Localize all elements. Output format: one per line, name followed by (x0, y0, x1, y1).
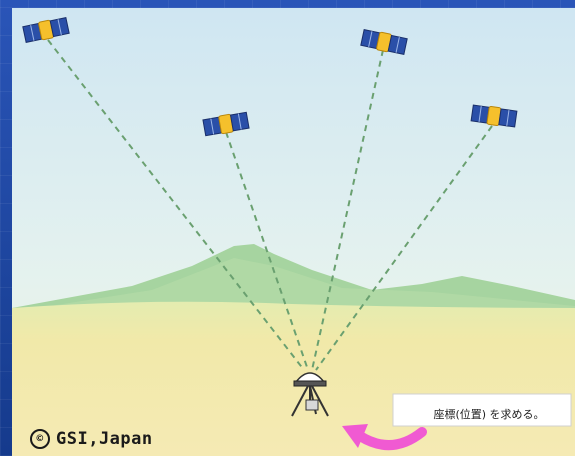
signal-line-2 (225, 131, 309, 371)
satellite-icon (202, 111, 250, 137)
gps-diagram: 座標(位置) を求める。 (12, 8, 575, 456)
satellite-icon (470, 104, 518, 128)
copyright-notice: © GSI,Japan (30, 427, 153, 451)
signal-lines (47, 39, 493, 371)
satellite-icon (22, 17, 70, 43)
signal-line-1 (47, 39, 305, 371)
curved-arrow-icon (342, 424, 427, 451)
caption-text: 座標(位置) を求める。 (433, 408, 545, 421)
copyright-text: GSI,Japan (56, 429, 153, 449)
satellite-icon (360, 29, 408, 55)
caption-box (392, 393, 572, 427)
gps-receiver-icon (291, 372, 329, 417)
copyright-icon: © (30, 429, 50, 449)
